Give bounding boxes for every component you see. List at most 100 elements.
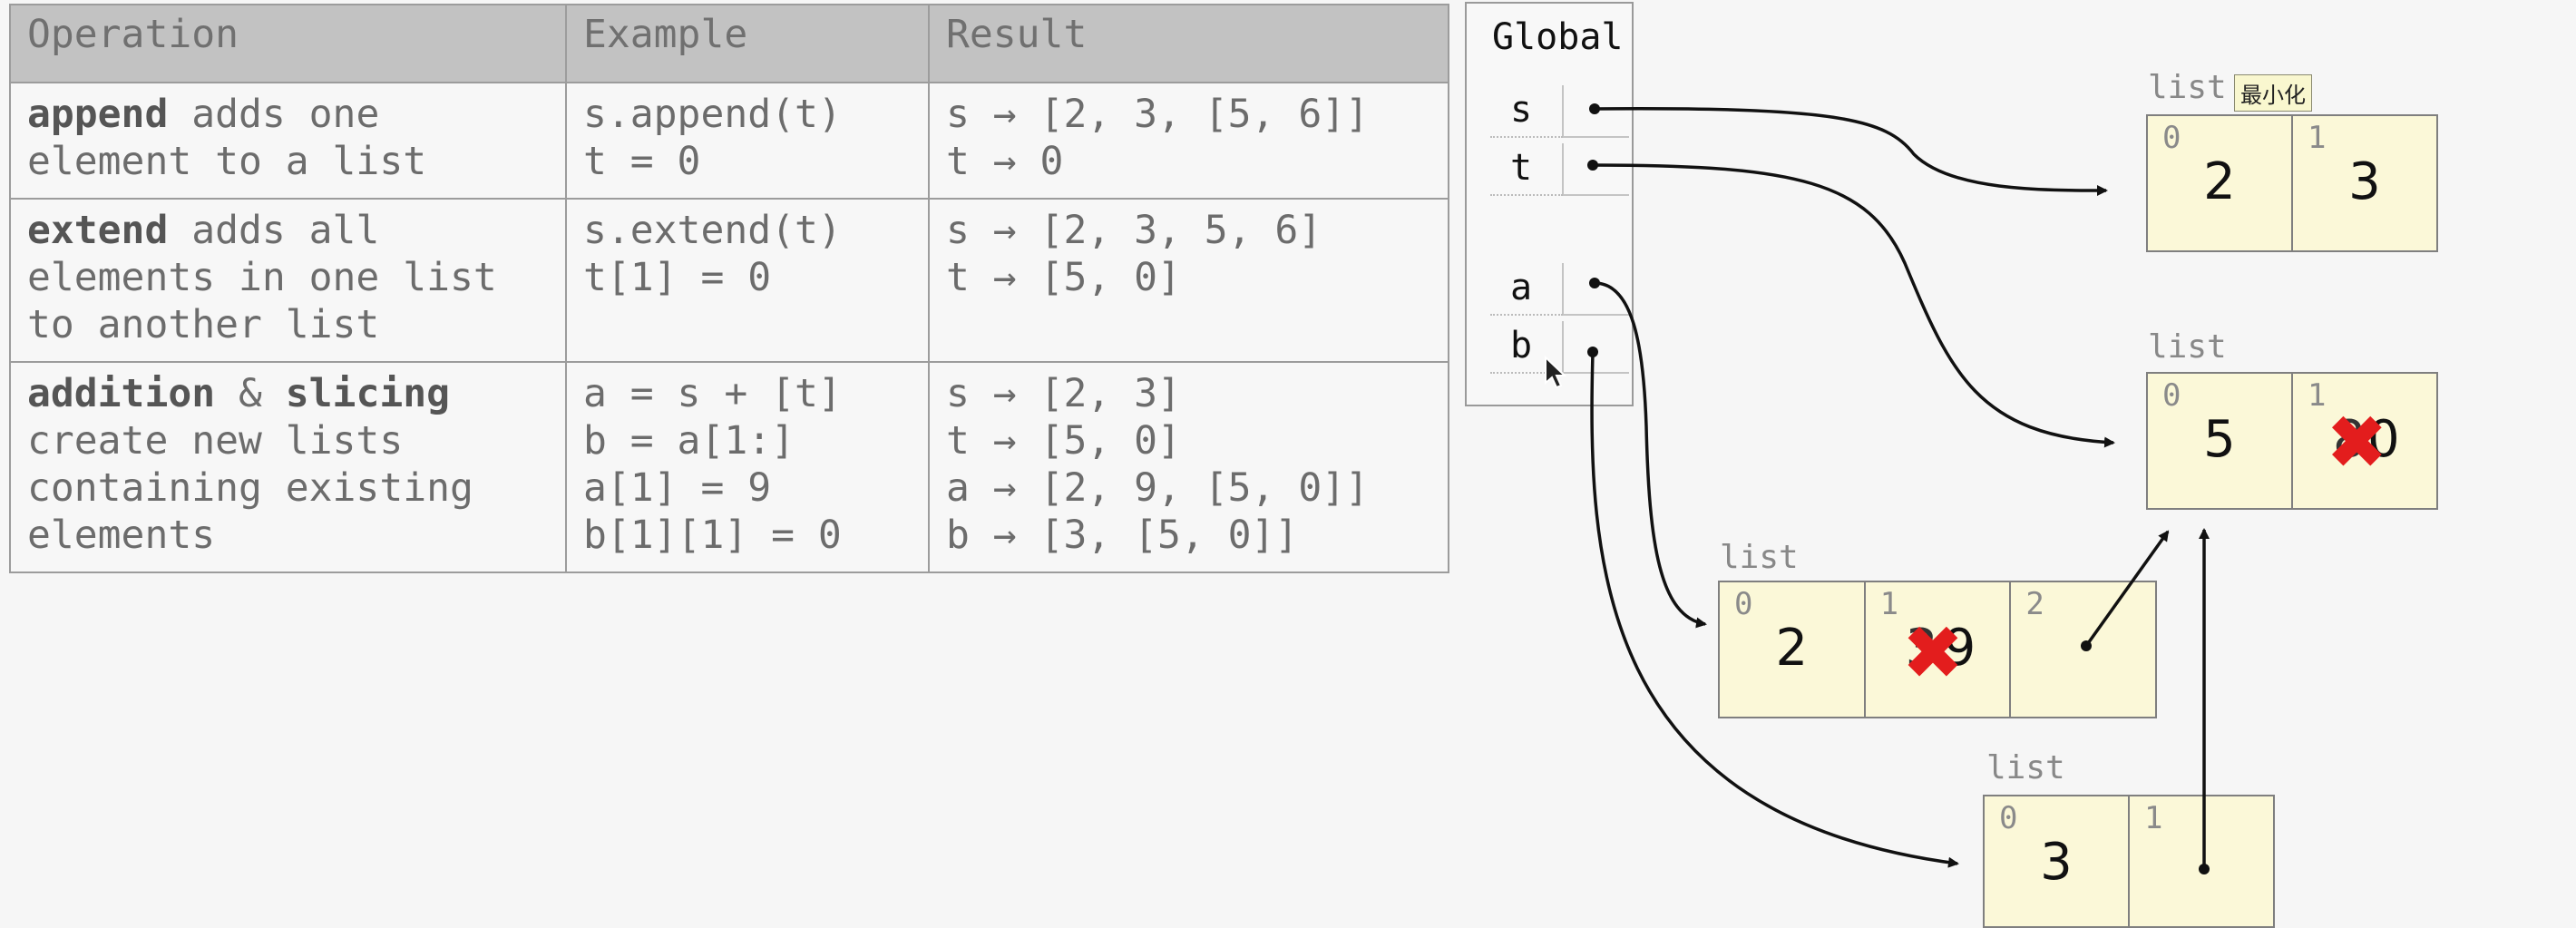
header-operation: Operation xyxy=(9,4,567,83)
result-line: a → [2, 9, [5, 0]] xyxy=(946,465,1369,511)
header-example: Example xyxy=(565,4,930,83)
variable-a: a xyxy=(1510,267,1533,308)
variable-b: b xyxy=(1510,325,1533,366)
divider xyxy=(1490,372,1563,374)
list-label: list xyxy=(1720,539,1799,576)
divider xyxy=(1490,136,1563,138)
operation-line: elements xyxy=(27,513,216,558)
example-cell: s.extend(t) t[1] = 0 xyxy=(565,198,930,363)
result-line: t → 0 xyxy=(946,139,1064,184)
cell-value: 3 xyxy=(2348,152,2381,211)
operation-line: extend adds all xyxy=(27,207,549,254)
list-cell: 1 3 9 ✖ xyxy=(1866,582,2012,717)
example-line: s.append(t) xyxy=(583,92,842,137)
example-line: b[1][1] = 0 xyxy=(583,513,842,558)
list-cell: 1 8 0 ✖ xyxy=(2293,374,2436,508)
cell-index: 2 xyxy=(2025,586,2044,622)
cell-value: 2 xyxy=(2203,152,2236,211)
divider xyxy=(1490,194,1563,196)
operation-line: element to a list xyxy=(27,139,427,184)
operation-keyword: addition xyxy=(27,371,216,416)
variable-slot-b xyxy=(1562,321,1629,374)
cell-index: 0 xyxy=(1999,800,2018,836)
result-line: t → [5, 0] xyxy=(946,255,1181,300)
operations-table: Operation Example Result append adds one… xyxy=(9,4,1449,573)
list-label: list xyxy=(2148,69,2227,106)
cell-value: 3 xyxy=(2040,833,2073,892)
result-line: b → [3, [5, 0]] xyxy=(946,513,1299,558)
cell-index: 1 xyxy=(1879,586,1899,622)
operation-keyword: append xyxy=(27,92,169,137)
variable-slot-t xyxy=(1562,143,1629,196)
list-object-a: 0 2 1 3 9 ✖ 2 xyxy=(1718,581,2157,718)
pointer-arrow-t xyxy=(1592,163,2115,448)
example-line: b = a[1:] xyxy=(583,418,795,464)
list-cell: 2 xyxy=(2011,582,2155,717)
operation-text: adds one xyxy=(168,92,380,137)
operation-line: to another list xyxy=(27,302,380,347)
cursor-icon xyxy=(1545,356,1567,389)
cell-index: 1 xyxy=(2308,377,2327,414)
operation-keyword: slicing xyxy=(285,371,450,416)
global-frame: Global s t a b xyxy=(1465,2,1634,406)
list-label: list xyxy=(2148,328,2227,366)
cell-index: 1 xyxy=(2144,800,2163,836)
operation-cell: append adds one element to a list xyxy=(9,82,567,200)
example-cell: s.append(t) t = 0 xyxy=(565,82,930,200)
result-line: s → [2, 3] xyxy=(946,371,1181,416)
variable-s: s xyxy=(1510,89,1533,131)
list-cell: 1 xyxy=(2130,796,2273,926)
result-line: t → [5, 0] xyxy=(946,418,1181,464)
operation-text: & xyxy=(215,371,286,416)
table-row: addition & slicing create new lists cont… xyxy=(9,361,1449,573)
divider xyxy=(1490,314,1563,316)
variable-t: t xyxy=(1510,147,1533,189)
example-cell: a = s + [t] b = a[1:] a[1] = 9 b[1][1] =… xyxy=(565,361,930,573)
operation-line: create new lists xyxy=(27,418,404,464)
cell-value: 0 xyxy=(2367,410,2400,469)
operation-text: adds all xyxy=(168,208,380,253)
example-line: a[1] = 9 xyxy=(583,465,772,511)
result-line: s → [2, 3, [5, 6]] xyxy=(946,92,1369,137)
list-cell: 0 2 xyxy=(1720,582,1866,717)
list-cell: 0 3 xyxy=(1985,796,2130,926)
operation-line: addition & slicing xyxy=(27,370,549,417)
overwritten-value: 8 xyxy=(2333,410,2366,469)
example-line: t[1] = 0 xyxy=(583,255,772,300)
result-cell: s → [2, 3, 5, 6] t → [5, 0] xyxy=(928,198,1449,363)
list-cell: 0 2 xyxy=(2148,116,2293,250)
variable-slot-s xyxy=(1562,85,1629,138)
result-cell: s → [2, 3, [5, 6]] t → 0 xyxy=(928,82,1449,200)
example-line: a = s + [t] xyxy=(583,371,842,416)
operation-cell: addition & slicing create new lists cont… xyxy=(9,361,567,573)
frame-title: Global xyxy=(1492,16,1624,58)
list-cell: 1 3 xyxy=(2293,116,2436,250)
cross-icon: ✖ xyxy=(2326,400,2388,486)
list-object-b: 0 3 1 xyxy=(1983,795,2275,928)
list-object-t: 0 5 1 8 0 ✖ xyxy=(2146,372,2438,510)
cell-value: 2 xyxy=(1775,619,1809,678)
list-label: list xyxy=(1986,749,2065,786)
table-header-row: Operation Example Result xyxy=(9,4,1449,83)
table-row: append adds one element to a list s.appe… xyxy=(9,82,1449,200)
list-cell: 0 5 xyxy=(2148,374,2293,508)
cell-value: 5 xyxy=(2203,410,2236,469)
cell-index: 0 xyxy=(2162,377,2181,414)
table-row: extend adds all elements in one list to … xyxy=(9,198,1449,363)
pointer-arrow-s xyxy=(1594,107,2108,196)
result-cell: s → [2, 3] t → [5, 0] a → [2, 9, [5, 0]]… xyxy=(928,361,1449,573)
list-object-s: 0 2 1 3 xyxy=(2146,114,2438,252)
cell-index: 0 xyxy=(2162,120,2181,156)
header-result: Result xyxy=(928,4,1449,83)
operation-cell: extend adds all elements in one list to … xyxy=(9,198,567,363)
operation-keyword: extend xyxy=(27,208,169,253)
cross-icon: ✖ xyxy=(1901,611,1965,697)
cell-index: 0 xyxy=(1734,586,1753,622)
operation-line: elements in one list xyxy=(27,255,497,300)
minimize-tooltip: 最小化 xyxy=(2234,74,2312,112)
example-line: t = 0 xyxy=(583,139,701,184)
operation-line: containing existing xyxy=(27,465,473,511)
operation-line: append adds one xyxy=(27,91,549,138)
cell-index: 1 xyxy=(2308,120,2327,156)
